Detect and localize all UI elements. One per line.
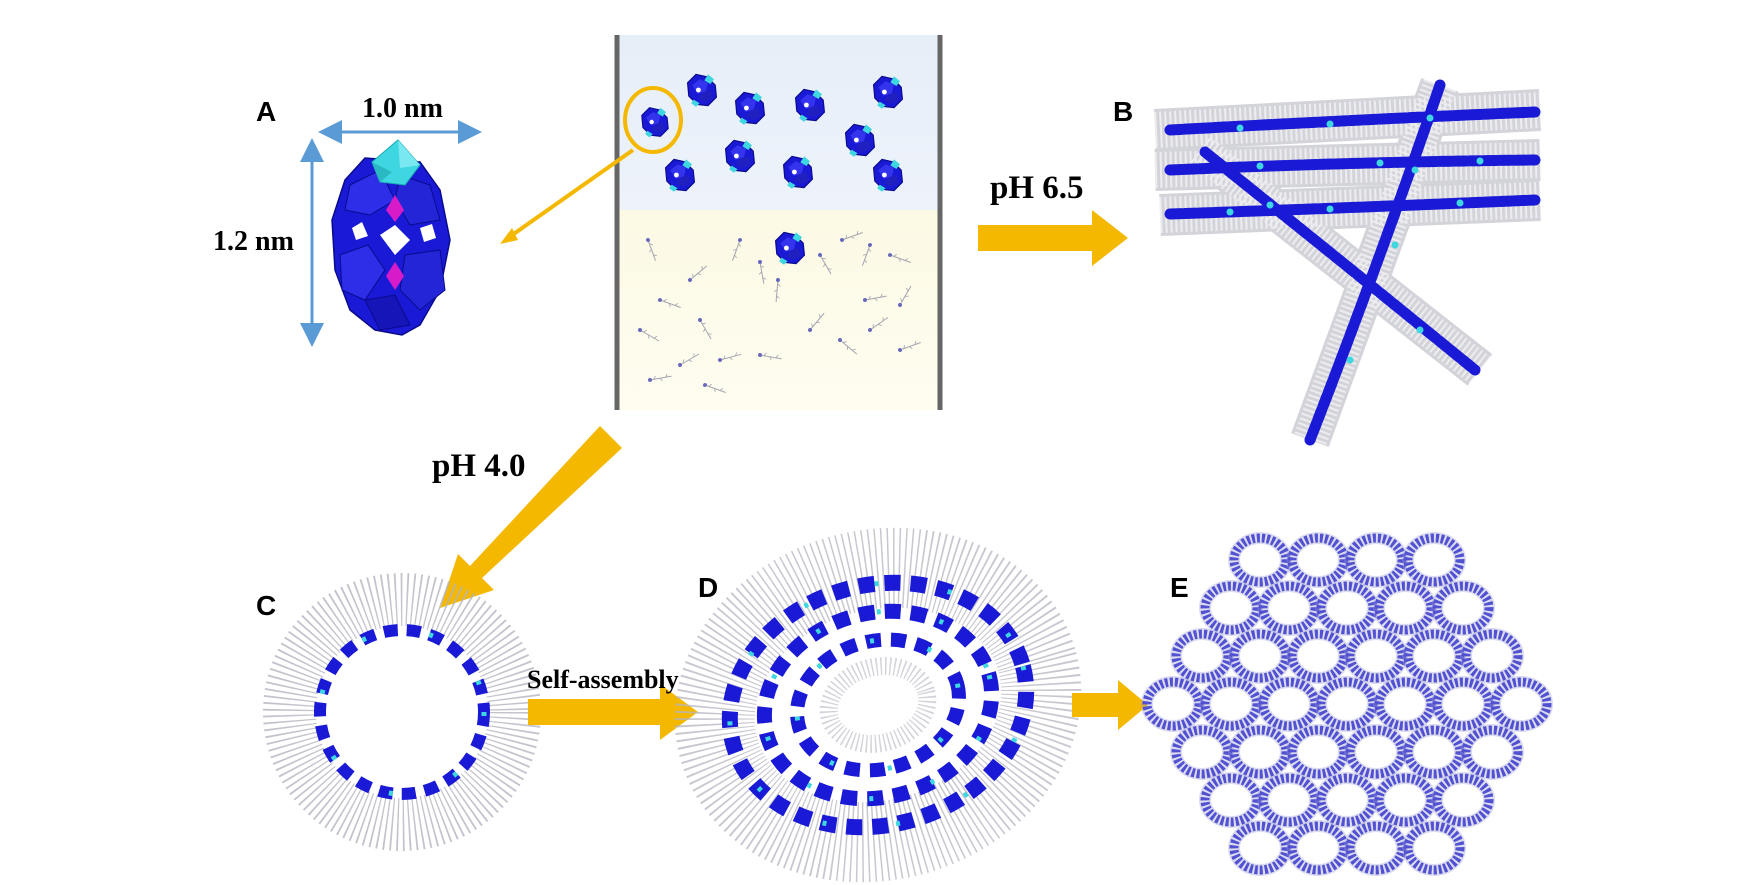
- multilamellar-vesicle-d: [674, 527, 1082, 883]
- cluster-structure-a: [300, 120, 482, 347]
- self-assembly-arrow: [528, 684, 698, 740]
- panel-label-c: C: [256, 590, 277, 621]
- vesicle-ring-c: [263, 573, 541, 851]
- panel-label-d: D: [698, 572, 719, 603]
- highlight-circle: [623, 86, 683, 154]
- nanowire-network-b: [1153, 78, 1542, 447]
- arrow-to-e: [1072, 680, 1148, 730]
- arrow-to-c: [440, 426, 622, 608]
- ph-high-label: pH 6.5: [990, 170, 1084, 206]
- dimension-height-label: 1.2 nm: [213, 226, 294, 257]
- vesicle-lattice-e: [1147, 538, 1547, 870]
- panel-label-b: B: [1113, 96, 1134, 127]
- polyoxometalate-cluster: [331, 139, 451, 336]
- panel-label-e: E: [1170, 572, 1189, 603]
- ph-low-label: pH 4.0: [432, 448, 526, 484]
- arrow-to-b: [978, 210, 1128, 266]
- self-assembly-label: Self-assembly: [527, 665, 679, 694]
- solution-container: [614, 35, 943, 410]
- panel-label-a: A: [256, 96, 277, 127]
- zoom-arrow: [500, 148, 635, 244]
- dimension-width-label: 1.0 nm: [362, 93, 443, 124]
